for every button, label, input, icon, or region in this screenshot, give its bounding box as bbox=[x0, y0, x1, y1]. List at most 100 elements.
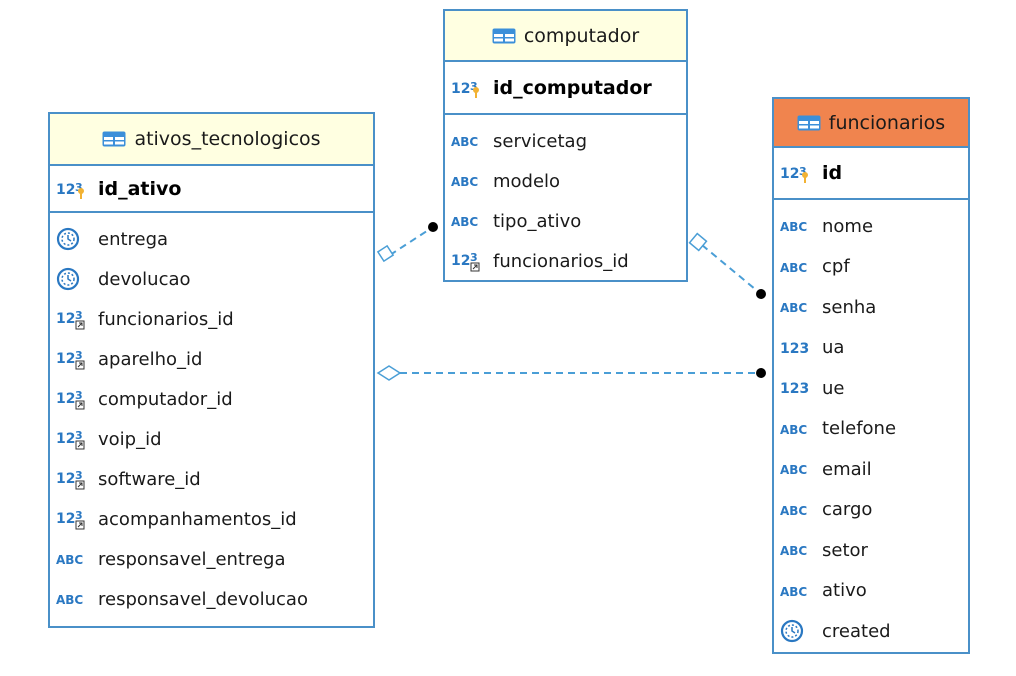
svg-text:3: 3 bbox=[75, 389, 83, 402]
svg-text:3: 3 bbox=[75, 309, 83, 322]
column-name: funcionarios_id bbox=[98, 308, 234, 330]
primary-key-row[interactable]: 12 3 id_computador bbox=[445, 62, 686, 115]
column-row[interactable]: ABC responsavel_entrega bbox=[50, 539, 373, 579]
column-name: ue bbox=[822, 377, 845, 399]
entity-header[interactable]: ativos_tecnologicos bbox=[50, 114, 373, 166]
svg-text:3: 3 bbox=[470, 80, 478, 93]
text-type-icon: ABC bbox=[451, 129, 489, 153]
entity-title: computador bbox=[523, 24, 640, 47]
column-name: senha bbox=[822, 296, 877, 318]
column-name: telefone bbox=[822, 418, 897, 440]
column-name: ua bbox=[822, 337, 845, 359]
svg-text:12: 12 bbox=[451, 81, 470, 97]
relation-ativos-computador[interactable] bbox=[389, 226, 434, 256]
number-type-icon: 123 bbox=[780, 376, 818, 400]
text-type-icon: ABC bbox=[780, 255, 818, 279]
svg-text:12: 12 bbox=[56, 511, 75, 527]
column-name: cargo bbox=[822, 499, 873, 521]
svg-text:ABC: ABC bbox=[56, 553, 83, 567]
svg-text:3: 3 bbox=[75, 181, 83, 194]
svg-text:12: 12 bbox=[780, 166, 799, 182]
text-type-icon: ABC bbox=[780, 295, 818, 319]
svg-text:ABC: ABC bbox=[56, 593, 83, 607]
primary-key-icon: 12 3 bbox=[780, 162, 818, 184]
relation-computador-funcionarios[interactable] bbox=[701, 244, 762, 295]
column-row[interactable]: ABC senha bbox=[774, 287, 968, 328]
column-name: funcionarios_id bbox=[493, 250, 629, 272]
primary-key-row[interactable]: 12 3 id_ativo bbox=[50, 166, 373, 213]
column-name: email bbox=[822, 458, 872, 480]
column-row[interactable]: ABC telefone bbox=[774, 409, 968, 450]
primary-key-name: id_computador bbox=[493, 76, 652, 99]
primary-key-name: id_ativo bbox=[98, 177, 182, 200]
svg-text:3: 3 bbox=[470, 251, 478, 264]
relation-diamond-ativos-2 bbox=[376, 365, 402, 381]
svg-text:12: 12 bbox=[56, 431, 75, 447]
svg-text:ABC: ABC bbox=[780, 301, 807, 315]
entity-header[interactable]: funcionarios bbox=[774, 99, 968, 148]
svg-text:3: 3 bbox=[75, 349, 83, 362]
column-row[interactable]: created bbox=[774, 611, 968, 652]
svg-text:12: 12 bbox=[56, 391, 75, 407]
svg-text:12: 12 bbox=[56, 351, 75, 367]
text-type-icon: ABC bbox=[780, 579, 818, 603]
svg-text:123: 123 bbox=[780, 341, 809, 357]
svg-text:3: 3 bbox=[75, 469, 83, 482]
column-name: tipo_ativo bbox=[493, 210, 582, 232]
primary-key-row[interactable]: 12 3 id bbox=[774, 148, 968, 200]
svg-text:ABC: ABC bbox=[780, 423, 807, 437]
svg-text:ABC: ABC bbox=[780, 544, 807, 558]
column-name: created bbox=[822, 620, 891, 642]
column-name: aparelho_id bbox=[98, 348, 203, 370]
column-name: cpf bbox=[822, 256, 850, 278]
column-name: acompanhamentos_id bbox=[98, 508, 297, 530]
column-row[interactable]: devolucao bbox=[50, 259, 373, 299]
table-icon bbox=[492, 28, 516, 43]
column-name: devolucao bbox=[98, 268, 191, 290]
column-name: responsavel_entrega bbox=[98, 548, 286, 570]
svg-text:ABC: ABC bbox=[451, 135, 478, 149]
column-name: entrega bbox=[98, 228, 169, 250]
entity-header[interactable]: computador bbox=[445, 11, 686, 62]
column-name: software_id bbox=[98, 468, 201, 490]
column-row[interactable]: 123 ua bbox=[774, 328, 968, 369]
column-name: computador_id bbox=[98, 388, 233, 410]
column-row[interactable]: entrega bbox=[50, 219, 373, 259]
svg-text:12: 12 bbox=[451, 253, 470, 269]
column-name: modelo bbox=[493, 170, 561, 192]
svg-text:12: 12 bbox=[56, 182, 75, 198]
table-icon bbox=[797, 115, 821, 130]
primary-key-icon: 12 3 bbox=[56, 178, 94, 200]
svg-text:3: 3 bbox=[75, 429, 83, 442]
primary-key-icon: 12 3 bbox=[451, 77, 489, 99]
entity-ativos-tecnologicos[interactable]: ativos_tecnologicos 12 3 id_ativo entreg… bbox=[48, 112, 375, 628]
table-icon bbox=[102, 131, 126, 147]
